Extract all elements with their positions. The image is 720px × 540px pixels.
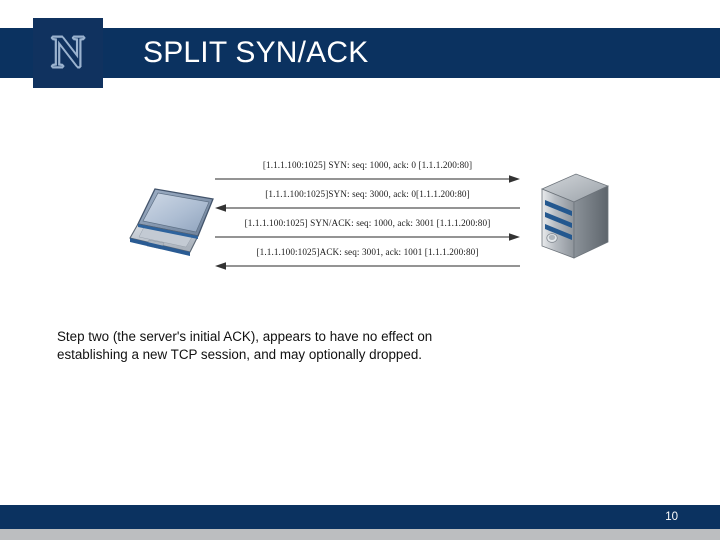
flow-row: [1.1.1.100:1025]ACK: seq: 3001, ack: 100… [215, 247, 520, 276]
header-bar [0, 28, 720, 78]
flow-arrow-left [215, 262, 520, 270]
laptop-icon [128, 182, 226, 262]
flow-list: [1.1.1.100:1025] SYN: seq: 1000, ack: 0 … [215, 160, 520, 285]
server-tower-icon [528, 172, 614, 272]
footer-accent-strip [0, 529, 720, 540]
page-title: SPLIT SYN/ACK [143, 36, 369, 69]
flow-label: [1.1.1.100:1025]SYN: seq: 3000, ack: 0[1… [265, 189, 470, 199]
body-line-1: Step two (the server's initial ACK), app… [57, 329, 433, 344]
flow-arrow-right [215, 233, 520, 241]
flow-label: [1.1.1.100:1025] SYN: seq: 1000, ack: 0 … [262, 160, 473, 170]
body-line-2: establishing a new TCP session, and may … [57, 347, 422, 362]
tcp-handshake-diagram: [1.1.1.100:1025] SYN: seq: 1000, ack: 0 … [0, 150, 720, 295]
flow-row: [1.1.1.100:1025]SYN: seq: 3000, ack: 0[1… [215, 189, 520, 218]
flow-row: [1.1.1.100:1025] SYN/ACK: seq: 1000, ack… [215, 218, 520, 247]
flow-label: [1.1.1.100:1025]ACK: seq: 3001, ack: 100… [256, 247, 479, 257]
flow-label: [1.1.1.100:1025] SYN/ACK: seq: 1000, ack… [244, 218, 491, 228]
flow-arrow-right [215, 175, 520, 183]
university-logo: N [33, 18, 103, 88]
logo-letter-n: N [51, 25, 86, 77]
flow-row: [1.1.1.100:1025] SYN: seq: 1000, ack: 0 … [215, 160, 520, 189]
flow-arrow-left [215, 204, 520, 212]
page-number: 10 [665, 511, 678, 523]
body-paragraph: Step two (the server's initial ACK), app… [57, 328, 637, 364]
footer-bar [0, 505, 720, 529]
